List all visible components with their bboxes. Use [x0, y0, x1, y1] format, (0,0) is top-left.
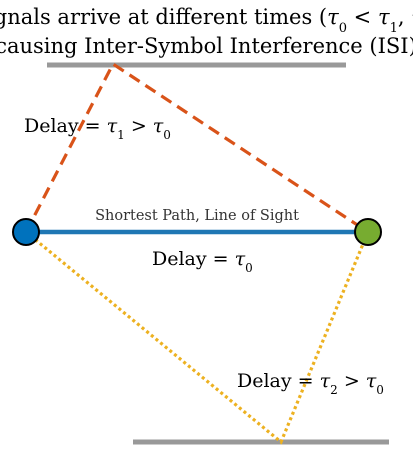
top-delay-sub: 1	[117, 128, 125, 142]
title-tau0: τ	[327, 5, 339, 29]
direct-delay-tau: τ	[235, 248, 246, 270]
title-line-1-prefix: Signals arrive at different times (	[0, 5, 327, 29]
title-lt: <	[347, 5, 378, 29]
direct-delay-label: Delay = τ0	[152, 248, 253, 275]
top-delay-sub-ref: 0	[163, 128, 171, 142]
bottom-delay-label: Delay = τ2 > τ0	[237, 370, 384, 397]
receiver-node	[354, 218, 382, 246]
title-tau2: τ	[411, 5, 413, 29]
bottom-delay-tau-ref: τ	[366, 370, 377, 392]
top-delay-tau-ref: τ	[153, 115, 164, 137]
bottom-delay-sub-ref: 0	[376, 383, 384, 397]
bottom-delay-cmp: >	[338, 370, 366, 392]
reflected-path-bottom	[24, 230, 370, 445]
direct-path-caption: Shortest Path, Line of Sight	[95, 208, 299, 224]
bottom-delay-tau: τ	[320, 370, 331, 392]
top-delay-label: Delay = τ1 > τ0	[24, 115, 171, 142]
bottom-delay-prefix: Delay =	[237, 370, 320, 392]
top-delay-prefix: Delay =	[24, 115, 107, 137]
title-line-1: Signals arrive at different times (τ0 < …	[0, 5, 413, 36]
transmitter-node	[12, 218, 40, 246]
reflected-path-top	[24, 61, 369, 234]
top-delay-cmp: >	[125, 115, 153, 137]
title-tau1: τ	[378, 5, 390, 29]
top-delay-tau: τ	[107, 115, 118, 137]
bottom-delay-sub: 2	[330, 383, 338, 397]
title-comma: ,	[398, 5, 411, 29]
direct-delay-prefix: Delay =	[152, 248, 235, 270]
title-tau1-sub: 1	[390, 21, 398, 36]
title-tau0-sub: 0	[339, 21, 347, 36]
direct-delay-sub: 0	[245, 261, 253, 275]
title-line-2: causing Inter-Symbol Interference (ISI)	[0, 34, 413, 58]
